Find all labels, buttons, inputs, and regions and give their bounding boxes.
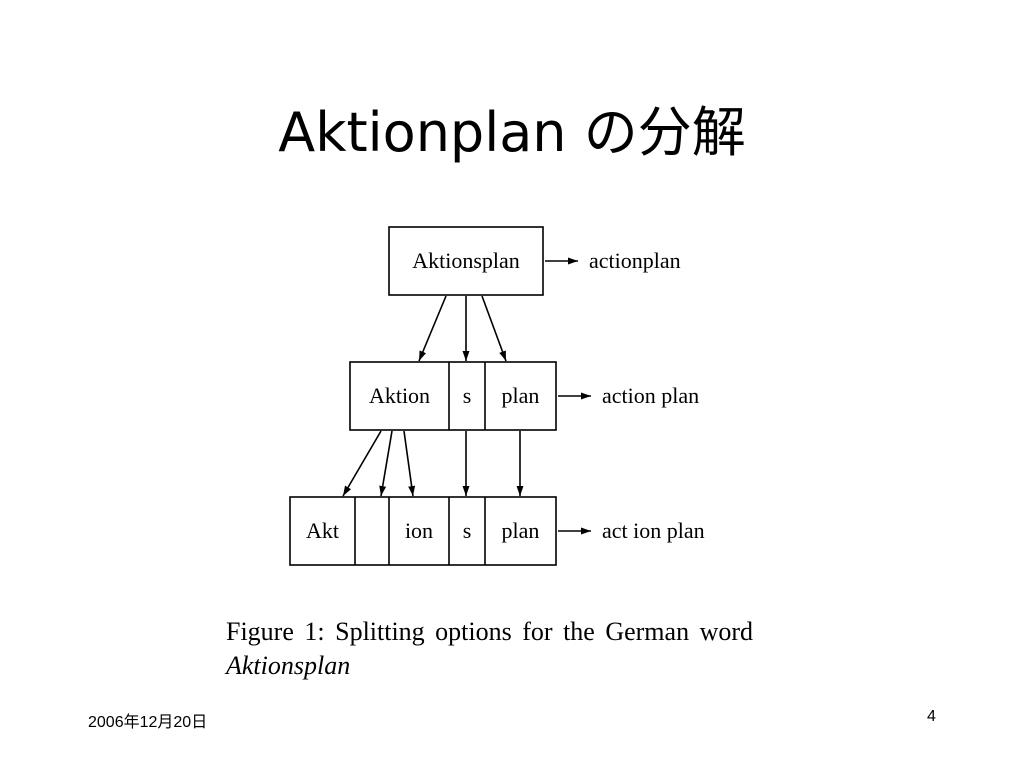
- segment-label: s: [463, 518, 472, 543]
- figure-caption: Figure 1: Splitting options for the Germ…: [226, 615, 826, 683]
- level3-box: [289, 496, 557, 566]
- level2-box: [349, 361, 557, 431]
- page-number: 4: [927, 708, 936, 725]
- gloss-label: actionplan: [589, 248, 681, 273]
- gloss-label: action plan: [602, 383, 699, 408]
- segment-label: ion: [405, 518, 433, 543]
- split-arrow: [342, 430, 382, 497]
- slide-title: Aktionplan の分解: [278, 101, 746, 164]
- segment-label: Aktion: [369, 383, 430, 408]
- gloss-label: act ion plan: [602, 518, 705, 543]
- footer-date: 2006年12月20日: [88, 714, 208, 731]
- split-arrow: [418, 295, 447, 362]
- split-arrow: [379, 430, 393, 497]
- caption-word: Aktionsplan: [226, 651, 351, 680]
- level1-box: [388, 226, 544, 296]
- segment-label: plan: [502, 518, 540, 543]
- split-arrow: [403, 430, 416, 497]
- segment-label: s: [463, 383, 472, 408]
- split-arrow: [481, 295, 507, 362]
- caption-line: Figure 1: Splitting options for the Germ…: [226, 617, 754, 646]
- segment-label: Akt: [306, 518, 339, 543]
- segment-label: Aktionsplan: [412, 248, 520, 273]
- segment-label: plan: [502, 383, 540, 408]
